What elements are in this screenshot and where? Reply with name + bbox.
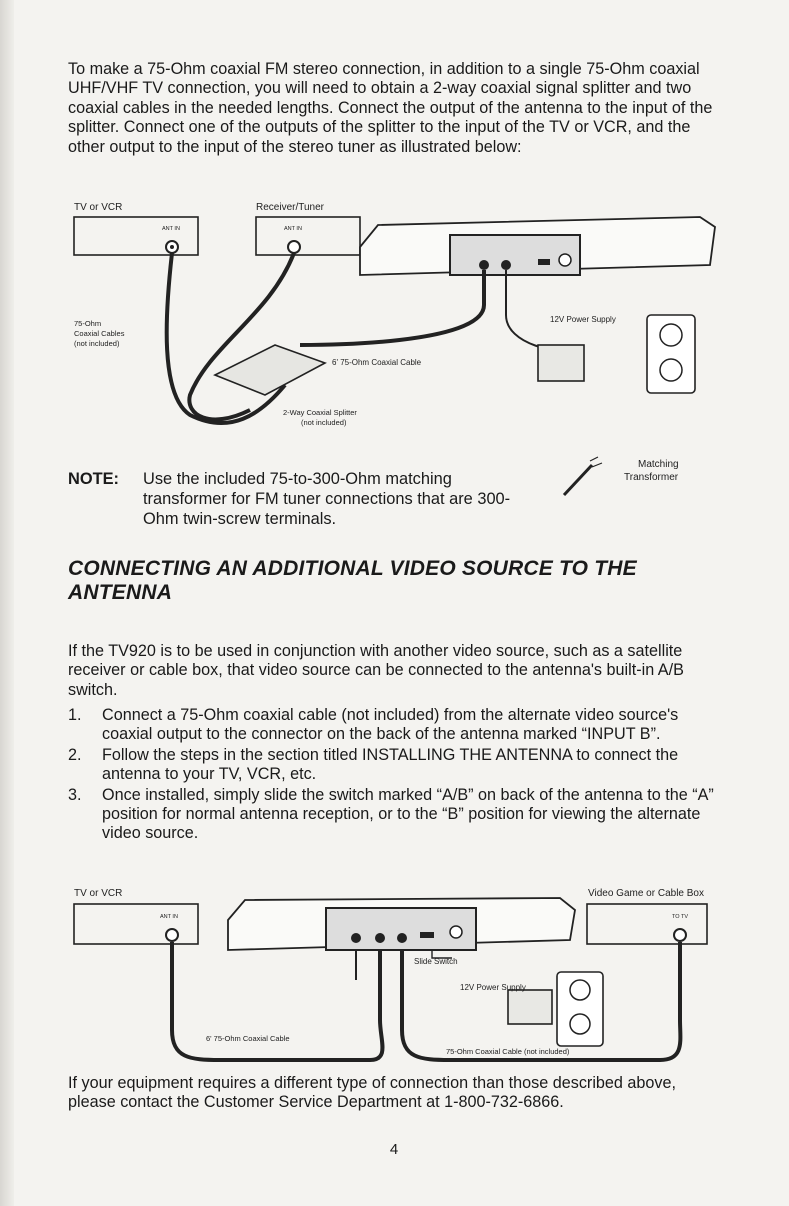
outlet-socket-bottom — [659, 358, 683, 382]
coax-cable-left — [170, 942, 385, 1062]
section-heading: CONNECTING AN ADDITIONAL VIDEO SOURCE TO… — [68, 557, 637, 604]
coax-cable-tv — [164, 252, 287, 426]
coax-cables-label-3: (not included) — [74, 339, 120, 348]
tv-vcr-box — [73, 216, 199, 256]
coax-cables-label-1: 75-Ohm — [74, 319, 101, 328]
cable-label: 6' 75-Ohm Coaxial Cable — [332, 358, 422, 367]
antenna-input-b-connector — [375, 933, 385, 943]
step-text: Follow the steps in the section titled I… — [102, 745, 679, 784]
coax-cable-antenna — [299, 270, 486, 347]
coax-cable-right — [400, 942, 683, 1062]
wall-outlet-2 — [556, 971, 604, 1047]
receiver-ant-in-connector — [287, 240, 301, 254]
section-paragraph: If the TV920 is to be used in conjunctio… — [68, 642, 684, 699]
antenna-input-connector — [501, 260, 511, 270]
step-number: 3. — [68, 785, 82, 804]
receiver-box — [255, 216, 361, 256]
power-knob-2 — [449, 925, 463, 939]
list-item: 3. Once installed, simply slide the switc… — [68, 786, 728, 844]
transformer-body — [562, 463, 594, 497]
receiver-label: Receiver/Tuner — [256, 202, 325, 213]
step-number: 1. — [68, 706, 82, 724]
step-text: Connect a 75-Ohm coaxial cable (not incl… — [102, 706, 679, 744]
ant-in-label: ANT IN — [162, 226, 180, 232]
transformer-label-1: Matching — [638, 459, 679, 470]
video-game-box — [586, 903, 708, 945]
transformer-label-2: Transformer — [624, 472, 679, 483]
closing-paragraph: If your equipment requires a different t… — [68, 1074, 677, 1112]
note-label: NOTE: — [68, 470, 119, 488]
ant-in-label-2: ANT IN — [160, 914, 178, 920]
to-tv-label: TO TV — [672, 914, 688, 920]
power-supply-2 — [507, 989, 553, 1025]
outlet-2-socket-top — [569, 979, 591, 1001]
splitter-label-1: 2-Way Coaxial Splitter — [283, 408, 357, 417]
slide-switch-label: Slide Switch — [414, 957, 458, 966]
power-supply — [537, 344, 585, 382]
antenna-power-connector-2 — [397, 933, 407, 943]
coax-cables-label-2: Coaxial Cables — [74, 329, 125, 338]
tv-vcr-label: TV or VCR — [74, 202, 122, 213]
transformer-leads — [589, 456, 603, 468]
video-game-label: Video Game or Cable Box — [588, 888, 704, 899]
slide-switch — [420, 932, 434, 938]
page-edge — [0, 0, 14, 1206]
matching-transformer-illustration: Matching Transformer — [562, 456, 679, 497]
list-item: 1. Connect a 75-Ohm coaxial cable (not in… — [68, 706, 728, 745]
outlet-socket-top — [659, 323, 683, 347]
step-text: Once installed, simply slide the switch … — [102, 785, 714, 843]
tv-vcr-box-2 — [73, 903, 199, 945]
wall-outlet — [646, 314, 696, 394]
fm-splitter-diagram: TV or VCR ANT IN Receiver/Tuner ANT IN 7… — [73, 202, 716, 427]
power-knob — [558, 253, 572, 267]
page-number: 4 — [389, 1141, 399, 1158]
antenna-back-panel — [449, 234, 581, 276]
list-item: 2. Follow the steps in the section titled… — [68, 746, 728, 785]
power-label-2: 12V Power Supply — [460, 983, 526, 992]
cable-label-right: 75-Ohm Coaxial Cable (not included) — [446, 1047, 570, 1056]
to-tv-connector — [673, 928, 687, 942]
step-number: 2. — [68, 745, 82, 764]
ab-switch-diagram: TV or VCR ANT IN Video Game or Cable Box… — [73, 888, 708, 1062]
tv-vcr-label-2: TV or VCR — [74, 888, 122, 899]
steps-list: 1. Connect a 75-Ohm coaxial cable (not in… — [68, 706, 728, 845]
outlet-2-socket-bottom — [569, 1013, 591, 1035]
splitter-label-2: (not included) — [301, 418, 347, 427]
power-label: 12V Power Supply — [550, 315, 616, 324]
coax-cable-receiver — [187, 252, 296, 422]
receiver-ant-in-label: ANT IN — [284, 226, 302, 232]
antenna-output-connector — [479, 260, 489, 270]
ant-in-connector-pin — [170, 245, 174, 249]
splitter — [213, 344, 327, 396]
cable-label-left: 6' 75-Ohm Coaxial Cable — [206, 1034, 290, 1043]
slide-switch-pointer — [431, 950, 452, 959]
note-text: Use the included 75-to-300-Ohm matching … — [143, 470, 511, 528]
intro-paragraph: To make a 75-Ohm coaxial FM stereo conne… — [68, 60, 713, 156]
antenna-output-connector-2 — [351, 933, 361, 943]
ab-switch — [538, 259, 550, 265]
ant-in-connector-2 — [165, 928, 179, 942]
